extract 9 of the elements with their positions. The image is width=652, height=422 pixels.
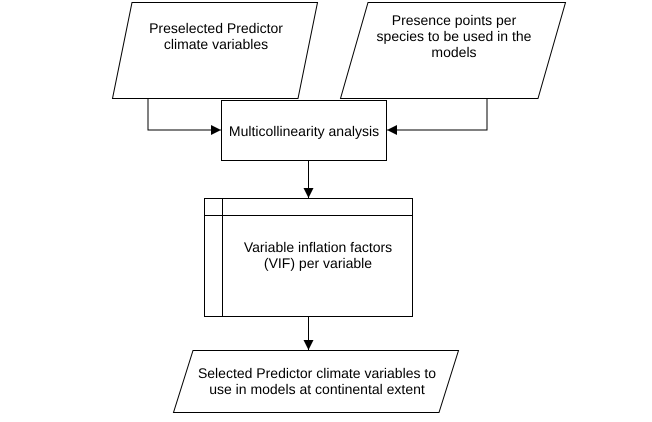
node-label: Selected Predictor climate variables to use in models at continental extent	[196, 365, 438, 397]
arrow	[148, 98, 222, 135]
node-label: Preselected Predictor climate variables	[148, 20, 284, 52]
node-label: Variable inflation factors (VIF) per variable	[242, 239, 394, 271]
arrow	[304, 316, 314, 350]
node-label: Multicollinearity analysis	[228, 122, 380, 138]
arrow	[386, 98, 488, 135]
node-label: Presence points per species to be used in the models	[376, 12, 532, 60]
arrow	[304, 160, 314, 198]
